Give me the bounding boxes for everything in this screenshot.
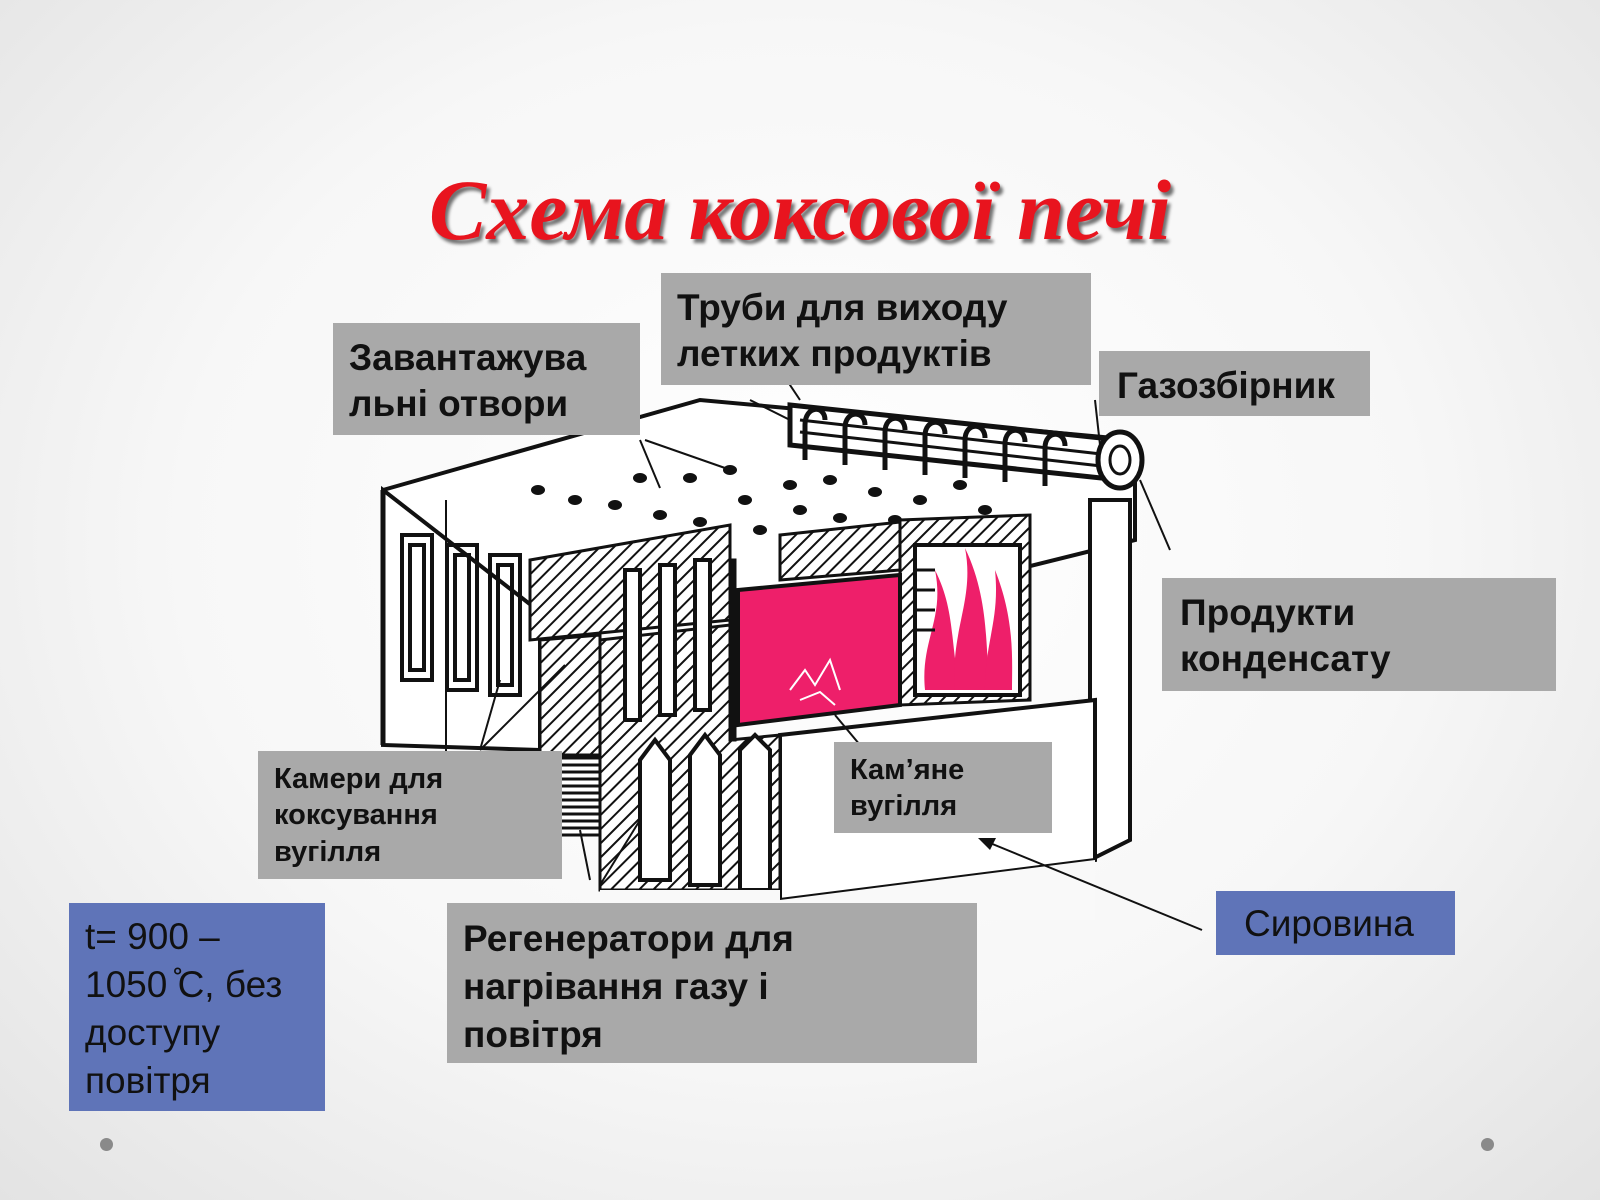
label-coking-chambers: Камери для коксування вугілля xyxy=(258,751,562,879)
label-volatile-pipes: Труби для виходу летких продуктів xyxy=(661,273,1091,385)
riser-pipes xyxy=(802,406,1068,486)
heating-flues xyxy=(623,558,772,892)
pointer-lines xyxy=(445,339,1203,931)
label-gas-collector: Газозбірник xyxy=(1099,351,1370,416)
slide-title: Схема коксової печі xyxy=(428,162,1172,258)
label-raw-material: Сировина xyxy=(1216,891,1455,955)
coal-chamber xyxy=(736,572,902,728)
slide-corner-dot-right xyxy=(1481,1138,1494,1151)
label-regenerators: Регенератори для нагрівання газу і повіт… xyxy=(447,903,977,1063)
label-temperature: t= 900 – 1050 ̊С, без доступу повітря xyxy=(69,903,325,1111)
label-coal: Кам’яне вугілля xyxy=(834,742,1052,833)
label-loading-holes: Завантажува льні отвори xyxy=(333,323,640,435)
gas-collector-main xyxy=(787,402,1145,491)
label-condensate: Продукти конденсату xyxy=(1162,578,1556,691)
raw-material-arrowhead xyxy=(978,838,996,850)
slide-corner-dot-left xyxy=(100,1138,113,1151)
flame-chamber xyxy=(913,543,1022,697)
